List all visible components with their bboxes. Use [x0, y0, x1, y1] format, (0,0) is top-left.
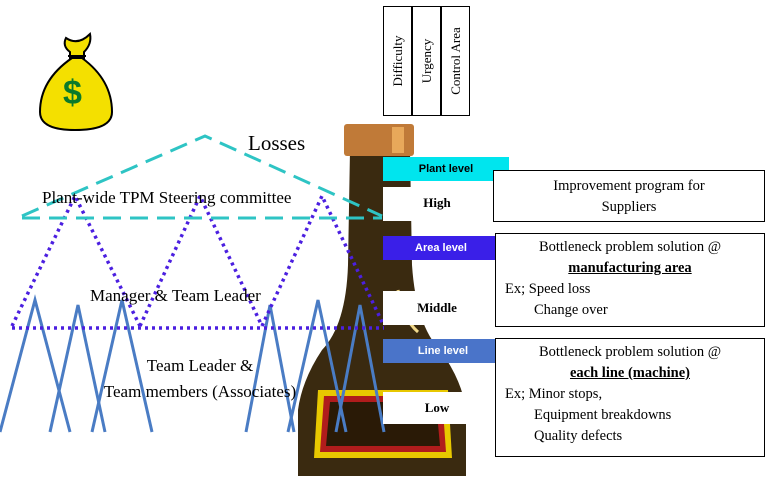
dotted-triangle-2 — [138, 191, 264, 327]
spike-left-2 — [48, 304, 107, 433]
header-control-area-label: Control Area — [447, 27, 463, 95]
box-area-heading: Bottleneck problem solution @ — [538, 239, 722, 255]
tag-line-level: Line level — [383, 339, 503, 363]
header-difficulty: Difficulty — [383, 6, 412, 116]
box-line-item-2: Quality defects — [534, 428, 623, 444]
manager-pyramid — [10, 191, 386, 330]
manager-team-leader-label: Manager & Team Leader — [90, 286, 261, 305]
box-area-level: Bottleneck problem solution @ manufactur… — [495, 233, 765, 327]
spike-left-3 — [90, 299, 154, 433]
money-bag-icon — [38, 31, 114, 132]
header-difficulty-label: Difficulty — [389, 35, 405, 87]
team-spikes — [0, 294, 386, 433]
box-area-example: Ex; Speed loss — [505, 281, 591, 297]
team-members-label: Team members (Associates) — [103, 382, 297, 401]
band-middle-label: Middle — [417, 300, 457, 315]
box-line-item-1: Equipment breakdowns — [534, 407, 672, 423]
dashed-triangle — [21, 134, 383, 218]
box-plant-level: Improvement program for Suppliers — [493, 170, 765, 222]
steering-committee-label: Plant-wide TPM Steering committee — [42, 188, 292, 207]
spike-right-3 — [334, 304, 386, 433]
money-bag-icon-knot — [63, 31, 92, 59]
box-line-heading: Bottleneck problem solution @ — [538, 344, 722, 360]
box-plant-heading-2: Suppliers — [601, 199, 657, 215]
band-low: Low — [383, 392, 491, 424]
header-control-area: Control Area — [441, 6, 470, 116]
band-high: High — [383, 187, 491, 221]
header-urgency: Urgency — [412, 6, 441, 116]
header-urgency-label: Urgency — [418, 38, 434, 84]
spike-left — [0, 294, 72, 433]
steering-triangle — [21, 134, 383, 220]
losses-label: Losses — [248, 131, 306, 155]
bottle-cork-shine — [392, 127, 404, 153]
band-high-label: High — [423, 195, 451, 210]
team-leader-label: Team Leader & — [146, 356, 254, 375]
tag-area-level: Area level — [383, 236, 499, 260]
box-line-level: Bottleneck problem solution @ each line … — [495, 338, 765, 457]
dotted-triangle-3 — [260, 191, 386, 327]
box-line-example: Ex; Minor stops, — [505, 386, 603, 402]
money-bag-icon-body — [38, 57, 114, 132]
money-bag-dollar-sign: $ — [63, 74, 82, 112]
tag-plant-level: Plant level — [383, 157, 509, 181]
box-line-bold: each line (machine) — [569, 365, 690, 381]
spike-right-2 — [286, 299, 348, 433]
box-plant-heading: Improvement program for — [553, 178, 705, 194]
box-area-item-1: Change over — [534, 302, 608, 318]
band-low-label: Low — [424, 400, 450, 415]
band-middle: Middle — [383, 291, 491, 325]
box-area-bold: manufacturing area — [568, 260, 692, 276]
